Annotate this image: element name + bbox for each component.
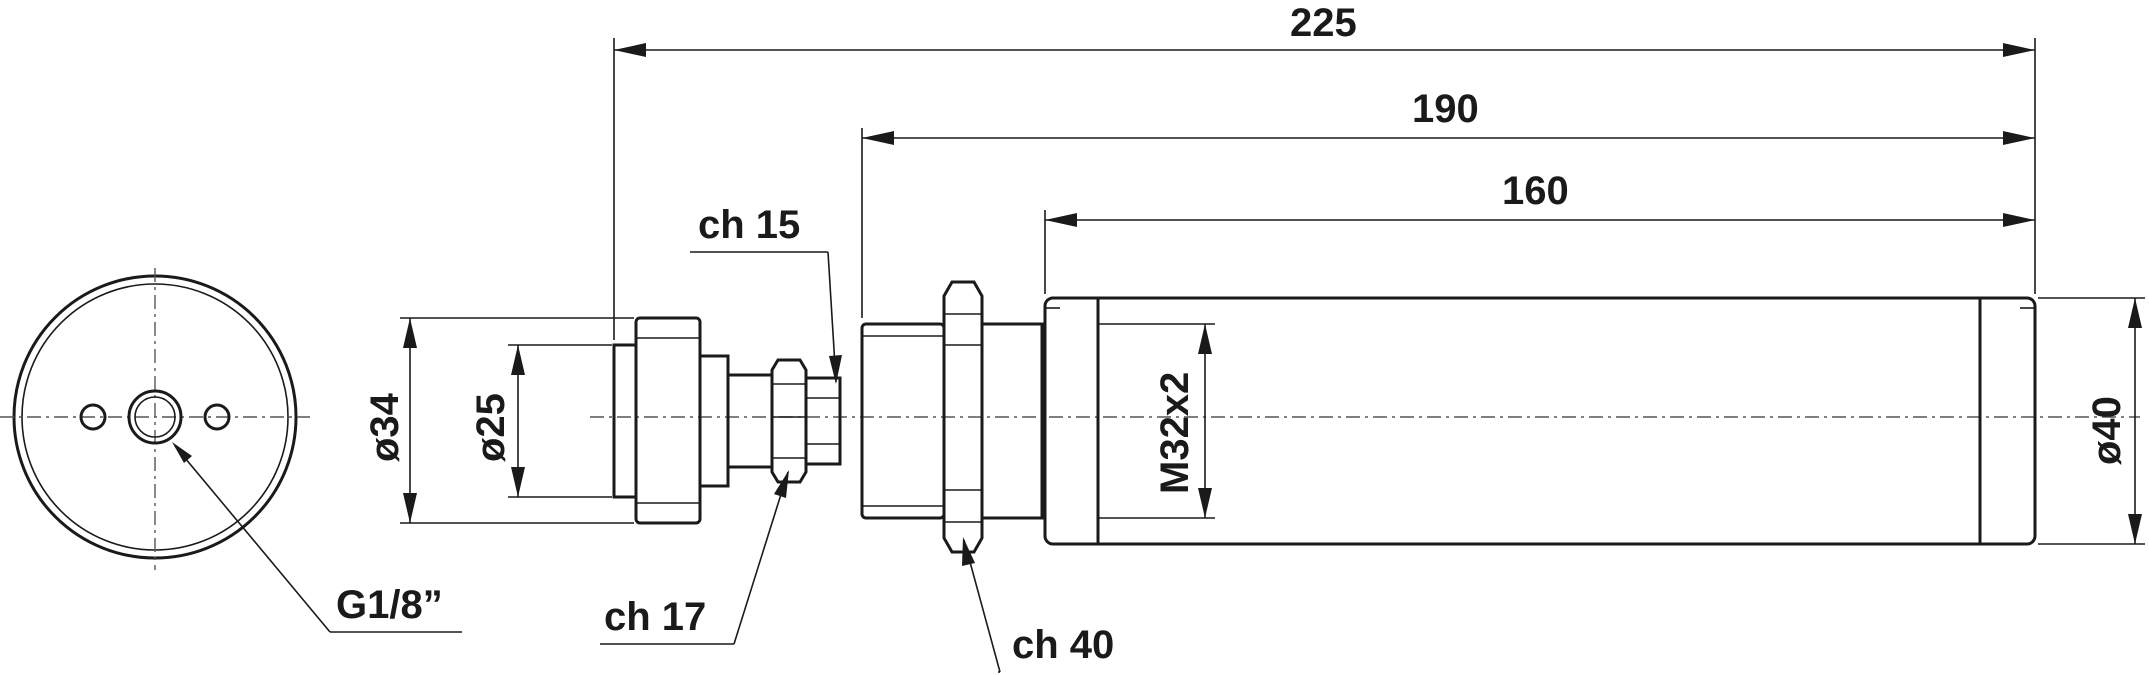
mounting-hole-right bbox=[203, 403, 231, 431]
dim-head-diameter-label: ø34 bbox=[363, 392, 407, 462]
dim-head-diameter: ø34 bbox=[363, 317, 634, 524]
cylinder-body bbox=[1043, 296, 2037, 546]
dim-225: 225 bbox=[614, 1, 2035, 57]
dim-body-diameter: ø40 bbox=[2038, 297, 2145, 545]
dim-thread-label: M32x2 bbox=[1153, 372, 1197, 494]
callout-ch15: ch 15 bbox=[690, 203, 842, 384]
threaded-section bbox=[860, 322, 946, 520]
head-cap bbox=[634, 316, 702, 525]
dim-body-diameter-label: ø40 bbox=[2085, 396, 2129, 465]
port-label: G1/8” bbox=[336, 583, 443, 627]
dim-thread: M32x2 bbox=[1098, 323, 1215, 519]
dim-190: 190 bbox=[862, 87, 2035, 145]
lock-nut bbox=[942, 280, 984, 554]
rod-flats bbox=[804, 376, 842, 466]
dim-225-label: 225 bbox=[1290, 1, 1357, 45]
dim-190-label: 190 bbox=[1412, 87, 1479, 131]
head-flange bbox=[612, 343, 638, 499]
small-hex-nut bbox=[770, 358, 808, 484]
callout-ch40: ch 40 bbox=[962, 537, 1114, 673]
center-port-outer bbox=[127, 389, 183, 445]
thread-continuation bbox=[980, 322, 1044, 520]
callout-ch15-label: ch 15 bbox=[698, 203, 800, 247]
port-leader: G1/8” bbox=[172, 442, 462, 633]
piston-rod bbox=[726, 373, 774, 469]
dim-160: 160 bbox=[1045, 169, 2035, 227]
mounting-hole-left bbox=[79, 403, 107, 431]
callout-ch17: ch 17 bbox=[600, 470, 789, 645]
dim-rod-diameter: ø25 bbox=[469, 344, 612, 498]
side-view bbox=[612, 280, 2037, 554]
center-port-inner bbox=[134, 396, 176, 438]
end-view bbox=[0, 268, 310, 570]
head-collar bbox=[698, 354, 730, 488]
callout-ch17-label: ch 17 bbox=[604, 595, 706, 639]
dim-rod-diameter-label: ø25 bbox=[469, 393, 513, 462]
dim-160-label: 160 bbox=[1502, 169, 1569, 213]
callout-ch40-label: ch 40 bbox=[1012, 623, 1114, 667]
